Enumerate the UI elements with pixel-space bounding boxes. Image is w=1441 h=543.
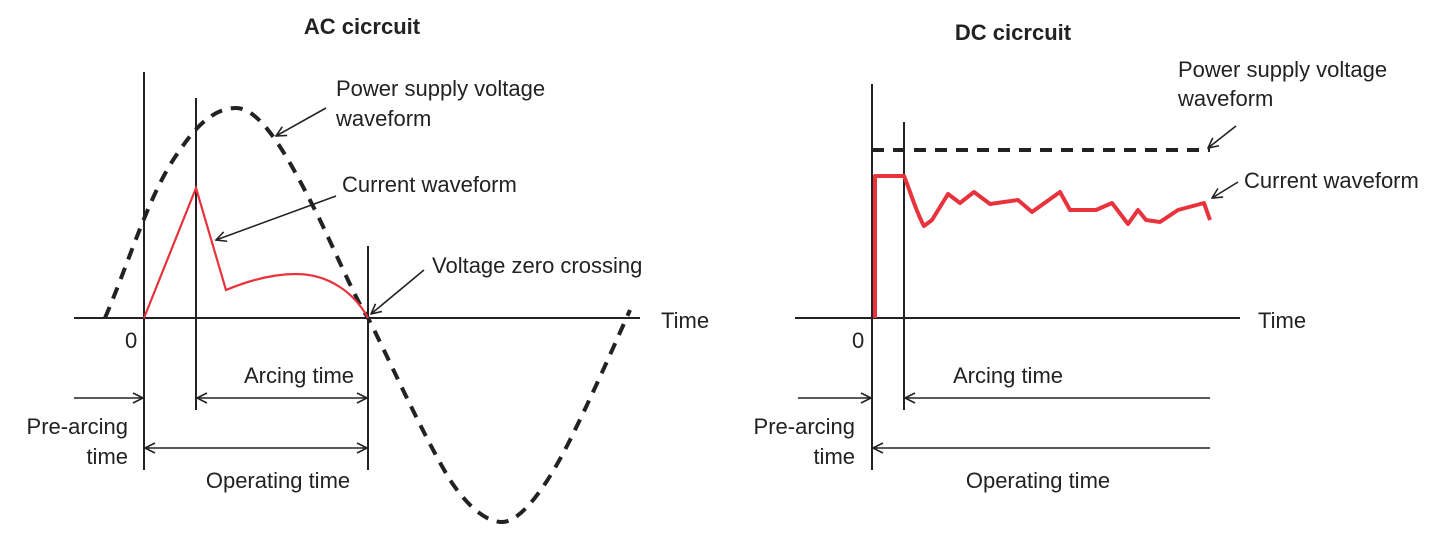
ac-power-supply-label-1: Power supply voltage — [336, 76, 545, 101]
ac-zero-crossing-label: Voltage zero crossing — [432, 253, 642, 278]
dc-current-label: Current waveform — [1244, 168, 1419, 193]
dc-arcing-time-label: Arcing time — [953, 363, 1063, 388]
ac-arcing-time-label: Arcing time — [244, 363, 354, 388]
dc-current-waveform — [873, 174, 1212, 318]
ac-pre-arcing-label-1: Pre-arcing — [27, 414, 128, 439]
ac-power-supply-label-2: waveform — [335, 106, 431, 131]
dc-power-supply-label-1: Power supply voltage — [1178, 57, 1387, 82]
ac-origin-label: 0 — [125, 328, 137, 353]
dc-pre-arcing-label-2: time — [813, 444, 855, 469]
ac-operating-time-label: Operating time — [206, 468, 350, 493]
dc-power-supply-pointer — [1208, 125, 1237, 148]
ac-power-supply-pointer — [276, 107, 327, 136]
dc-power-supply-label-2: waveform — [1177, 86, 1273, 111]
ac-zero-crossing-pointer — [371, 269, 425, 314]
dc-current-pointer — [1212, 181, 1239, 198]
dc-time-axis-label: Time — [1258, 308, 1306, 333]
ac-title: AC cicrcuit — [304, 14, 421, 39]
dc-operating-time-label: Operating time — [966, 468, 1110, 493]
ac-pre-arcing-label-2: time — [86, 444, 128, 469]
ac-current-label: Current waveform — [342, 172, 517, 197]
dc-origin-label: 0 — [852, 328, 864, 353]
ac-current-pointer — [216, 195, 337, 240]
ac-panel: AC cicrcuit Time 0 Power supply voltage … — [27, 14, 709, 525]
dc-title: DC cicrcuit — [955, 20, 1072, 45]
dc-panel: DC cicrcuit Time 0 Power supply voltage … — [754, 20, 1419, 493]
ac-time-axis-label: Time — [661, 308, 709, 333]
dc-pre-arcing-label-1: Pre-arcing — [754, 414, 855, 439]
ac-current-waveform — [142, 184, 369, 319]
